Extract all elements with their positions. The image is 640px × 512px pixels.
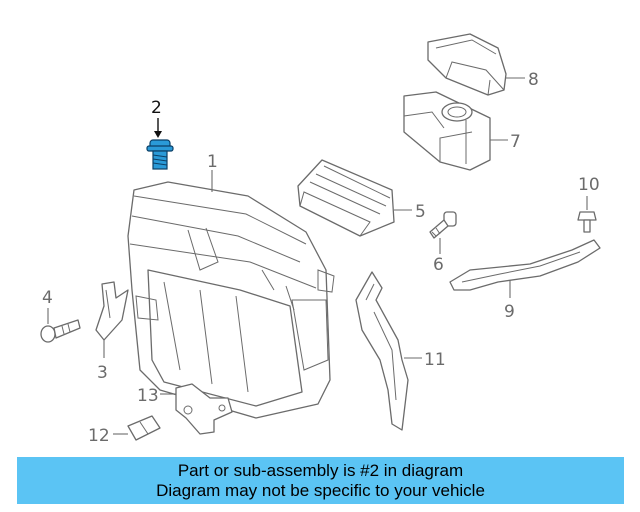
callout-5[interactable]: 5 xyxy=(415,202,426,222)
part-3-bracket[interactable] xyxy=(95,281,129,341)
part-6-bolt[interactable] xyxy=(429,211,457,239)
part-4-bolt[interactable] xyxy=(40,319,81,343)
callout-7[interactable]: 7 xyxy=(510,132,521,152)
callout-13[interactable]: 13 xyxy=(137,386,159,406)
banner-line-part-number: Part or sub-assembly is #2 in diagram xyxy=(177,460,464,480)
callout-10[interactable]: 10 xyxy=(578,175,600,195)
parts-diagram: 8 7 2 1 5 6 xyxy=(40,33,601,446)
part-10-clip[interactable] xyxy=(577,211,597,233)
part-9-support-strip[interactable] xyxy=(449,239,601,291)
callout-4[interactable]: 4 xyxy=(42,288,53,308)
part-8-air-intake-cover[interactable] xyxy=(427,33,507,96)
callout-12[interactable]: 12 xyxy=(88,426,110,446)
part-5-air-guide[interactable] xyxy=(297,159,395,237)
callout-1[interactable]: 1 xyxy=(207,152,218,172)
part-7-air-duct[interactable] xyxy=(403,91,491,171)
part-1-front-end-carrier[interactable] xyxy=(127,181,335,419)
callout-6[interactable]: 6 xyxy=(433,255,444,275)
part-2-bolt[interactable] xyxy=(146,139,174,170)
part-12-sensor[interactable] xyxy=(127,415,161,441)
callout-3[interactable]: 3 xyxy=(97,363,108,383)
leader-2-arrowhead xyxy=(154,131,162,138)
info-banner: Part or sub-assembly is #2 in diagram Di… xyxy=(17,457,624,504)
part-13-mounting-bracket[interactable] xyxy=(175,383,233,435)
callout-9[interactable]: 9 xyxy=(504,302,515,322)
callout-8[interactable]: 8 xyxy=(528,70,539,90)
callout-11[interactable]: 11 xyxy=(424,350,446,370)
callout-2[interactable]: 2 xyxy=(151,98,162,118)
banner-line-disclaimer: Diagram may not be specific to your vehi… xyxy=(156,480,485,500)
part-11-air-baffle[interactable] xyxy=(355,271,409,431)
